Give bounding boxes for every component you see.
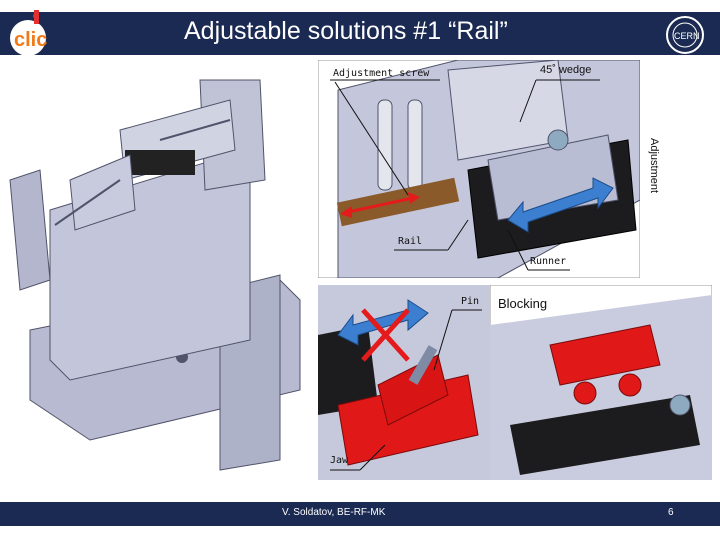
svg-text:clic: clic [14,29,47,51]
footer-band [0,502,720,526]
footer-author: V. Soldatov, BE-RF-MK [282,507,386,518]
header: clic Adjustable solutions #1 “Rail” CERN [0,0,720,58]
label-adjustment: Adjustment [648,138,660,194]
page-number: 6 [668,507,674,518]
svg-text:CERN: CERN [674,31,700,41]
clic-logo: clic [10,10,47,56]
assembly-image [0,60,320,480]
label-rail: Rail [398,236,423,247]
label-jaw: Jaw [330,455,349,466]
label-runner: Runner [530,256,567,267]
page-title: Adjustable solutions #1 “Rail” [184,17,508,45]
cern-logo: CERN [666,16,704,54]
pin-detail-image [318,285,490,480]
blocking-detail-image [490,285,712,480]
label-blocking: Blocking [498,296,548,311]
label-pin: Pin [461,296,480,307]
title-band [0,12,720,55]
label-wedge: 45˚ wedge [540,64,592,76]
label-adjustment-screw: Adjustment screw [333,68,430,79]
rail-detail-image [318,60,640,278]
